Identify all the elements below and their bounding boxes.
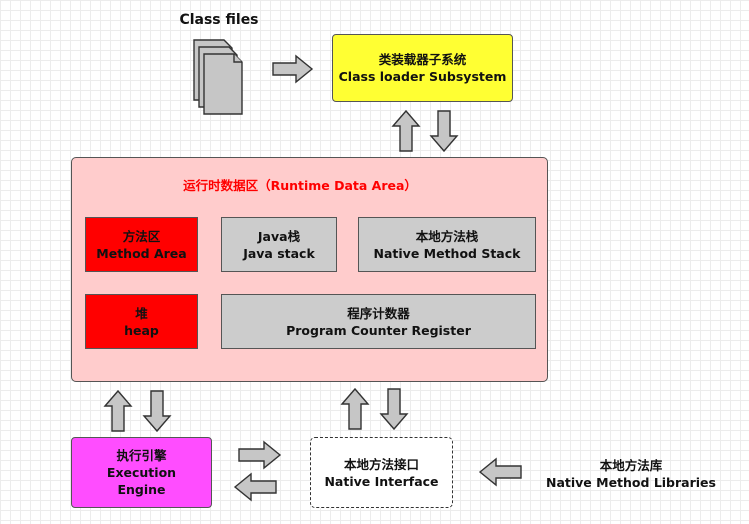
java-stack-cn-label: Java栈 [257, 228, 301, 244]
arrow-up-icon [340, 387, 370, 430]
method-area-cn-label: 方法区 [122, 228, 161, 244]
execution-engine-en-label-1: Execution [106, 465, 177, 480]
native-method-libraries-label: 本地方法库 Native Method Libraries [540, 455, 722, 493]
program-counter-register-box: 程序计数器 Program Counter Register [221, 294, 536, 349]
arrow-down-icon [142, 390, 172, 433]
arrow-left-icon [233, 472, 277, 502]
native-interface-cn-label: 本地方法接口 [343, 456, 419, 472]
java-stack-en-label: Java stack [243, 245, 315, 261]
program-counter-cn-label: 程序计数器 [347, 305, 410, 321]
execution-engine-box: 执行引擎 Execution Engine [71, 437, 212, 508]
native-libraries-en-label: Native Method Libraries [546, 475, 716, 490]
java-stack-box: Java栈 Java stack [221, 217, 337, 272]
class-files-label: Class files [179, 12, 259, 28]
heap-box: 堆 heap [85, 294, 198, 349]
arrow-down-icon [379, 388, 409, 431]
native-method-stack-cn-label: 本地方法栈 [415, 228, 479, 244]
heap-en-label: heap [124, 322, 159, 338]
arrow-left-icon [478, 457, 522, 487]
arrow-right-icon [272, 54, 314, 84]
native-libraries-cn-label: 本地方法库 [599, 458, 663, 473]
execution-engine-cn-label: 执行引擎 [116, 448, 167, 463]
native-interface-en-label: Native Interface [324, 473, 439, 489]
class-loader-en-label: Class loader Subsystem [338, 69, 507, 84]
arrow-up-icon [391, 109, 421, 152]
method-area-box: 方法区 Method Area [85, 217, 198, 272]
execution-engine-en-label-2: Engine [117, 482, 166, 497]
arrow-down-icon [429, 110, 459, 153]
document-stack-icon [193, 39, 243, 115]
runtime-data-area-title: 运行时数据区（Runtime Data Area） [183, 178, 417, 193]
arrow-right-icon [238, 440, 282, 470]
program-counter-en-label: Program Counter Register [286, 322, 471, 338]
arrow-up-icon [103, 389, 133, 432]
native-method-stack-en-label: Native Method Stack [373, 245, 521, 261]
method-area-en-label: Method Area [96, 245, 187, 261]
heap-cn-label: 堆 [135, 305, 148, 321]
native-interface-box: 本地方法接口 Native Interface [310, 437, 453, 508]
native-method-stack-box: 本地方法栈 Native Method Stack [358, 217, 536, 272]
class-loader-subsystem-box: 类装载器子系统 Class loader Subsystem [332, 34, 513, 102]
class-loader-cn-label: 类装载器子系统 [378, 52, 467, 67]
